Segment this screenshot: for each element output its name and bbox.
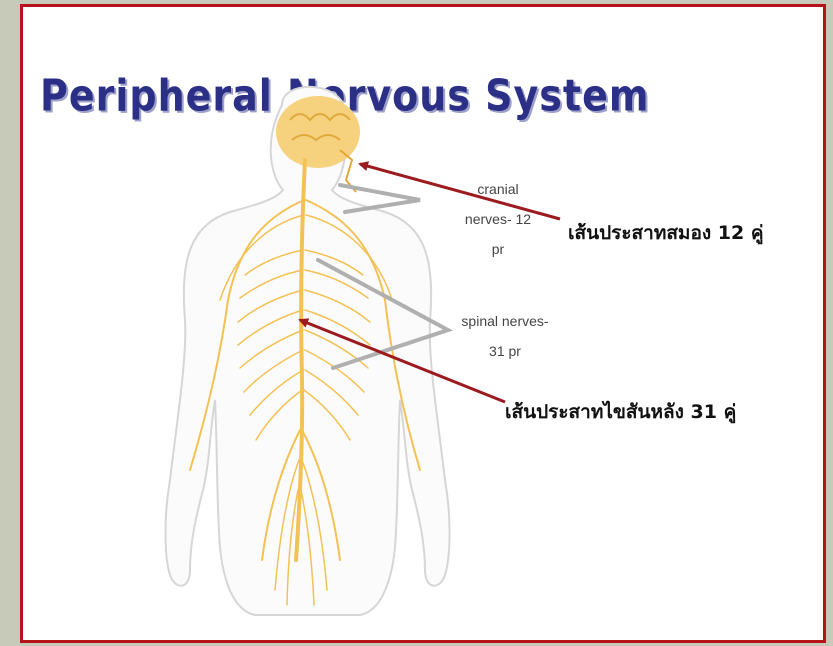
spinal-label-line-2: 31 pr xyxy=(450,342,560,360)
spinal-label-line-1: spinal nerves- xyxy=(450,312,560,330)
cranial-label-line-1: cranial xyxy=(450,180,546,198)
cranial-label-line-2: nerves- 12 xyxy=(450,210,546,228)
spinal-nerves-label: spinal nerves- 31 pr xyxy=(450,312,560,360)
spinal-nerves-thai-label: เส้นประสาทไขสันหลัง 31 คู่ xyxy=(505,397,736,427)
cranial-nerves-label: cranial nerves- 12 pr xyxy=(450,180,546,258)
cranial-label-line-3: pr xyxy=(450,240,546,258)
cranial-nerves-thai-label: เส้นประสาทสมอง 12 คู่ xyxy=(568,218,764,248)
